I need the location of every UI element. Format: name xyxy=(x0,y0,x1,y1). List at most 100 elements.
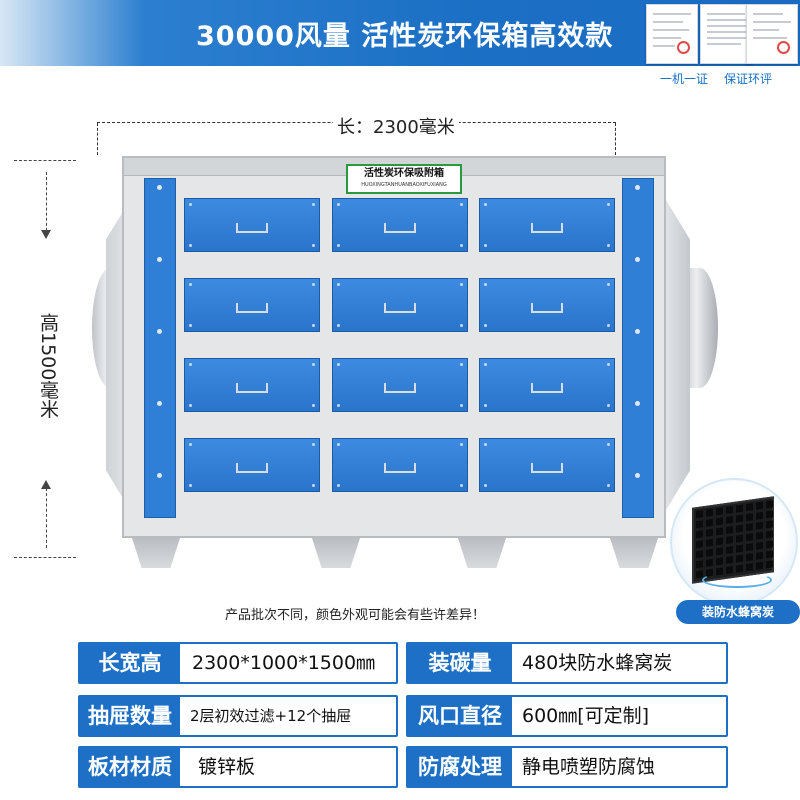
bolt-icon xyxy=(460,244,463,247)
spec-outlet-diameter: 风口直径 600㎜[可定制] xyxy=(406,695,728,737)
bolt-icon xyxy=(189,203,192,206)
support-leg xyxy=(458,538,506,568)
bolt-icon xyxy=(607,484,610,487)
bolt-icon xyxy=(312,484,315,487)
spec-carbon-amount: 装碳量 480块防水蜂窝炭 xyxy=(406,642,728,684)
bolt-icon xyxy=(460,283,463,286)
support-leg xyxy=(132,538,180,568)
bolt-icon xyxy=(484,203,487,206)
spec-value: 480块防水蜂窝炭 xyxy=(522,652,673,674)
bolt-icon xyxy=(484,404,487,407)
filter-drawer xyxy=(479,438,615,492)
bolt-icon xyxy=(312,203,315,206)
bolt-icon xyxy=(460,404,463,407)
arrow-up-icon xyxy=(41,480,51,489)
honeycomb-badge: 装防水蜂窝炭 xyxy=(676,600,800,624)
filter-drawer xyxy=(184,198,320,252)
bolt-icon xyxy=(189,484,192,487)
filter-drawer xyxy=(479,278,615,332)
bolt-icon xyxy=(337,283,340,286)
bolt-icon xyxy=(337,324,340,327)
spec-anticorrosion: 防腐处理 静电喷塑防腐蚀 xyxy=(406,746,728,788)
height-dimension-line xyxy=(46,172,47,236)
bolt-icon xyxy=(312,443,315,446)
bolt-icon xyxy=(312,363,315,366)
certificate-image-2 xyxy=(700,4,752,64)
drawer-handle-icon xyxy=(236,383,268,393)
height-dimension-line-lower xyxy=(46,488,47,548)
spec-label: 装碳量 xyxy=(408,644,512,682)
bolt-icon xyxy=(460,363,463,366)
filter-drawer xyxy=(184,278,320,332)
color-disclaimer: 产品批次不同，颜色外观可能会有些许差异！ xyxy=(225,608,486,623)
cert-caption-one-machine: 一机一证 xyxy=(660,72,709,86)
bolt-icon xyxy=(189,404,192,407)
filter-drawer xyxy=(479,198,615,252)
spec-value: 2层初效过滤+12个抽屉 xyxy=(190,707,352,725)
arrow-down-icon xyxy=(41,230,51,239)
bolt-icon xyxy=(607,363,610,366)
bolt-icon xyxy=(484,484,487,487)
product-nameplate: 活性炭环保吸附箱 HUOXINGTANHUANBAOXIFUXIANG xyxy=(346,164,462,194)
seal-icon xyxy=(677,41,690,54)
bolt-icon xyxy=(337,484,340,487)
bolt-icon xyxy=(484,363,487,366)
bolt-icon xyxy=(607,443,610,446)
spec-drawer-count: 抽屉数量 2层初效过滤+12个抽屉 xyxy=(78,695,398,737)
height-dimension-tick-bottom xyxy=(14,557,76,558)
drawer-handle-icon xyxy=(384,303,416,313)
filter-drawer xyxy=(332,278,468,332)
spec-value: 镀锌板 xyxy=(198,756,256,778)
height-label: 高1500毫米 xyxy=(34,313,59,419)
bolt-icon xyxy=(607,244,610,247)
certificate-image-3 xyxy=(746,4,798,64)
drawer-handle-icon xyxy=(531,383,563,393)
drawer-handle-icon xyxy=(236,463,268,473)
bolt-icon xyxy=(312,324,315,327)
activated-carbon-box: 活性炭环保吸附箱 HUOXINGTANHUANBAOXIFUXIANG xyxy=(122,156,666,538)
spec-value: 2300*1000*1500㎜ xyxy=(192,652,376,674)
bolt-icon xyxy=(337,203,340,206)
spec-value: 静电喷塑防腐蚀 xyxy=(522,756,656,778)
filter-drawer xyxy=(184,358,320,412)
bolt-icon xyxy=(312,404,315,407)
seal-icon xyxy=(777,41,790,54)
filter-drawer xyxy=(332,438,468,492)
drawer-handle-icon xyxy=(531,303,563,313)
bolt-icon xyxy=(607,404,610,407)
bolt-icon xyxy=(189,324,192,327)
spec-material: 板材材质 镀锌板 xyxy=(78,746,398,788)
filter-drawer xyxy=(332,198,468,252)
cert-caption-eia: 保证环评 xyxy=(724,72,773,86)
filter-drawer xyxy=(332,358,468,412)
bolt-icon xyxy=(460,324,463,327)
bolt-icon xyxy=(460,484,463,487)
side-rail-left xyxy=(144,178,176,518)
honeycomb-carbon-image xyxy=(670,478,798,606)
spec-value: 600㎜[可定制] xyxy=(522,705,650,727)
drawer-handle-icon xyxy=(531,463,563,473)
bolt-icon xyxy=(607,283,610,286)
spec-label: 板材材质 xyxy=(80,748,180,786)
support-leg xyxy=(312,538,360,568)
carbon-block-icon xyxy=(692,496,774,584)
bolt-icon xyxy=(189,244,192,247)
bolt-icon xyxy=(189,283,192,286)
bolt-icon xyxy=(484,324,487,327)
bolt-icon xyxy=(189,443,192,446)
height-dimension-tick-top xyxy=(14,160,76,161)
nameplate-pinyin: HUOXINGTANHUANBAOXIFUXIANG xyxy=(361,182,447,188)
header: 30000风量 活性炭环保箱高效款 一机一证 保证环评 xyxy=(0,0,800,86)
certificate-image-1 xyxy=(646,4,698,64)
length-label: 长：2300毫米 xyxy=(333,113,459,139)
spec-size: 长宽高 2300*1000*1500㎜ xyxy=(78,642,398,684)
drawer-handle-icon xyxy=(236,303,268,313)
drawer-handle-icon xyxy=(384,223,416,233)
spec-label: 风口直径 xyxy=(408,697,512,735)
bolt-icon xyxy=(337,244,340,247)
bolt-icon xyxy=(484,244,487,247)
bolt-icon xyxy=(484,443,487,446)
spec-label: 抽屉数量 xyxy=(80,697,180,735)
drawer-handle-icon xyxy=(531,223,563,233)
nameplate-title: 活性炭环保吸附箱 xyxy=(364,168,444,179)
